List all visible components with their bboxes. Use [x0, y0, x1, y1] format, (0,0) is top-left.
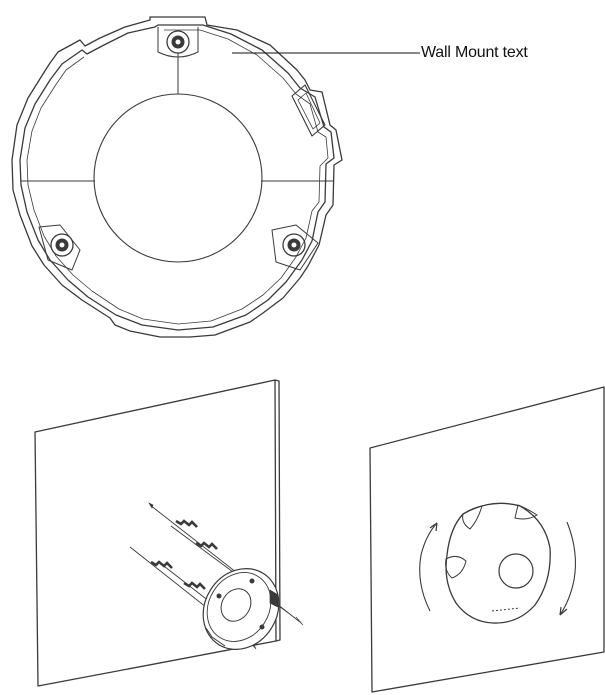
camera-dome: [445, 502, 551, 624]
screw-boss-bottom-right: [271, 224, 319, 271]
screw-boss-bottom-left: [38, 224, 81, 271]
mount-side-latch: [291, 84, 326, 137]
rotate-left-arrow-icon: [419, 522, 438, 612]
mount-outer-rim: [11, 16, 343, 338]
wall-panel-left-edge: [274, 379, 281, 642]
screw-2-icon: [195, 541, 218, 550]
wall-mount-plate: [11, 16, 343, 338]
rotation-arrows: [419, 521, 576, 616]
screw-4-icon: [183, 581, 206, 590]
rotate-right-arrow-icon: [559, 521, 576, 616]
mount-inner-rim: [19, 24, 335, 331]
mount-center-opening: [93, 93, 263, 263]
screw-1-icon: [175, 519, 198, 528]
camera-lens-window: [498, 553, 534, 589]
wall-mount-callout-label: Wall Mount text: [421, 44, 528, 61]
screw-3-icon: [150, 560, 173, 569]
screw-boss-top: [157, 27, 199, 58]
mount-rim-detail: [26, 29, 329, 325]
mount-plate-on-wall: [202, 567, 280, 651]
camera-dome-body: [445, 502, 551, 624]
